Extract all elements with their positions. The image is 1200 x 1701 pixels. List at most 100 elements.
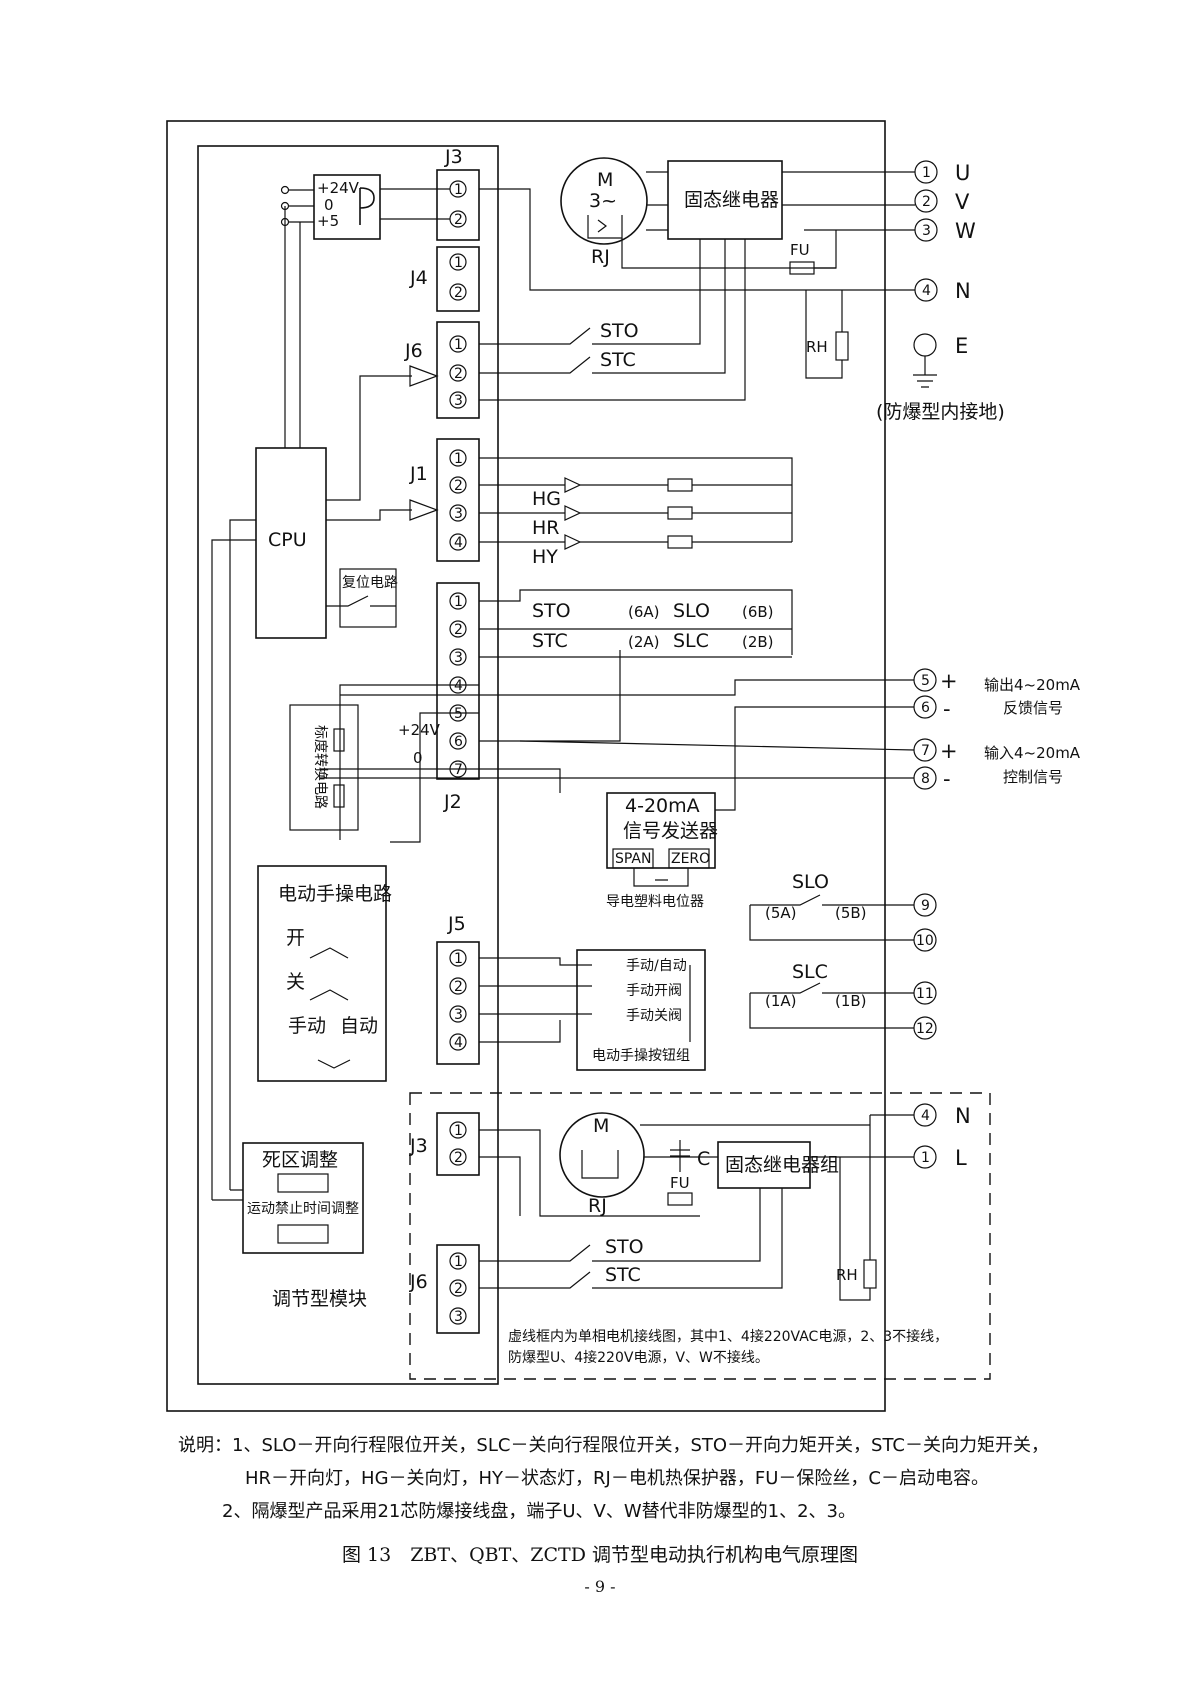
schematic-label-85: 2 (454, 1281, 463, 1297)
schematic-label-67: 11 (916, 986, 934, 1002)
schematic-label-74: M (593, 1115, 609, 1137)
schematic-label-80: N (955, 1104, 971, 1128)
schematic-label-33: +24V (398, 721, 441, 739)
figure-caption: 图 13 ZBT、QBT、ZCTD 调节型电动执行机构电气原理图 (342, 1544, 858, 1566)
schematic-label-57: 手动/自动 (626, 958, 687, 974)
ground-note: (防爆型内接地) (876, 401, 1005, 423)
cpu-block (255, 447, 327, 639)
label-in-signal-1: 输入4~20mA (984, 744, 1081, 762)
connector-j5 (436, 941, 480, 1065)
schematic-label-12: RH (806, 338, 828, 356)
schematic-label-13: 1 (454, 337, 463, 353)
label-stc-2: STC (532, 630, 568, 652)
label-p5: +5 (317, 212, 339, 230)
connector-j6-single (436, 1244, 480, 1334)
schematic-label-79: 4 (921, 1108, 930, 1124)
schematic-label-77: C (697, 1148, 710, 1170)
schematic-label-42: 7 (921, 743, 930, 759)
schematic-label-53: 1 (454, 951, 463, 967)
connector-j4 (436, 246, 480, 312)
heater-rh (835, 331, 849, 361)
label-j3: J3 (444, 146, 463, 168)
label-l: L (955, 1146, 967, 1170)
schematic-label-78: FU (670, 1174, 690, 1192)
schematic-label-17: 复位电路 (342, 574, 398, 591)
schematic-label-83: J6 (409, 1271, 428, 1293)
schematic-label-1: 2 (454, 212, 463, 228)
span-button[interactable] (612, 848, 654, 869)
schematic-label-21: 4 (454, 535, 463, 551)
schematic-label-15: 3 (454, 393, 463, 409)
schematic-label-24: 3 (454, 650, 463, 666)
motor-3phase (560, 157, 648, 245)
zero-button[interactable] (668, 848, 710, 869)
schematic-label-61: (5A) (765, 904, 797, 922)
schematic-label-50: 关 (286, 971, 305, 993)
schematic-label-70: 运动禁止时间调整 (247, 1201, 359, 1217)
schematic-label-37: 信号发送器 (623, 820, 718, 842)
single-phase-frame (409, 1092, 991, 1380)
single-phase-note-1: 虚线框内为单相电机接线图，其中1、4接220VAC电源，2、3不接线， (508, 1328, 948, 1345)
schematic-label-9: 3 (922, 223, 931, 239)
reset-circuit (339, 568, 397, 628)
label-out-signal-1: 输出4~20mA (984, 676, 1081, 694)
label-w: W (955, 219, 976, 243)
label-hr: HR (532, 517, 560, 539)
schematic-label-84: 1 (454, 1254, 463, 1270)
label-e: E (955, 334, 968, 358)
label-p24v: +24V (317, 179, 360, 197)
legend-note-3: 2、隔爆型产品采用21芯防爆接线盘，端子U、V、W替代非防爆型的1、2、3。 (222, 1501, 856, 1522)
heater-rh-single (863, 1259, 877, 1289)
schematic-label-72: 1 (454, 1123, 463, 1139)
label-module: 调节型模块 (272, 1288, 367, 1310)
schematic-label-52: 自动 (340, 1015, 378, 1037)
manual-button-group (576, 949, 706, 1071)
schematic-label-19: 2 (454, 478, 463, 494)
label-n: N (955, 279, 971, 303)
schematic-label-73: 2 (454, 1150, 463, 1166)
label-j2: J2 (443, 791, 462, 813)
schematic-label-48: 电动手操电路 (278, 883, 392, 905)
manual-circuit-box (257, 865, 387, 1082)
schematic-label-2: 1 (454, 255, 463, 271)
schematic-label-16: CPU (268, 529, 307, 551)
schematic-label-29: (6A) (628, 603, 660, 621)
schematic-label-23: 2 (454, 622, 463, 638)
inhibit-time-trimmer[interactable] (277, 1224, 329, 1244)
power-supply-box (313, 174, 381, 240)
label-rj: RJ (591, 246, 610, 268)
schematic-label-63: 9 (921, 898, 930, 914)
schematic-label-44: + (940, 669, 958, 693)
deadzone-trimmer[interactable] (277, 1173, 329, 1193)
motor-single-phase (559, 1112, 645, 1198)
schematic-label-41: 6 (921, 700, 930, 716)
schematic-label-39: ZERO (671, 851, 710, 867)
label-slc-2: SLC (792, 961, 828, 983)
schematic-label-34: 0 (413, 749, 423, 767)
label-j4: J4 (409, 267, 428, 289)
fuse-single (667, 1192, 693, 1206)
schematic-label-7: 1 (922, 165, 931, 181)
schematic-label-31: (2A) (628, 633, 660, 651)
label-slo-2: SLO (792, 871, 829, 893)
solid-state-relay-group (717, 1141, 811, 1189)
connector-j3-single (436, 1112, 480, 1176)
schematic-label-26: 5 (454, 706, 463, 722)
label-stc-1: STC (600, 349, 636, 371)
schematic-label-6: 固态继电器 (684, 189, 779, 211)
schematic-label-86: 3 (454, 1309, 463, 1325)
schematic-label-68: 12 (916, 1021, 934, 1037)
signal-transmitter (606, 792, 716, 869)
schematic-label-28: 7 (454, 762, 463, 778)
legend-note-2: HR－开向灯，HG－关向灯，HY－状态灯，RJ－电机热保护器，FU－保险丝，C－… (245, 1468, 989, 1489)
legend-note-1: 说明：1、SLO－开向行程限位开关，SLC－关向行程限位开关，STO－开向力矩开… (178, 1435, 1049, 1456)
scale-conversion-circuit (289, 704, 359, 831)
page-number: - 9 - (584, 1577, 616, 1596)
schematic-label-27: 6 (454, 734, 463, 750)
schematic-label-60: 电动手操按钮组 (592, 1048, 690, 1064)
schematic-label-58: 手动开阀 (626, 983, 682, 999)
label-in-signal-2: 控制信号 (1003, 768, 1063, 786)
schematic-label-32: (2B) (742, 633, 774, 651)
